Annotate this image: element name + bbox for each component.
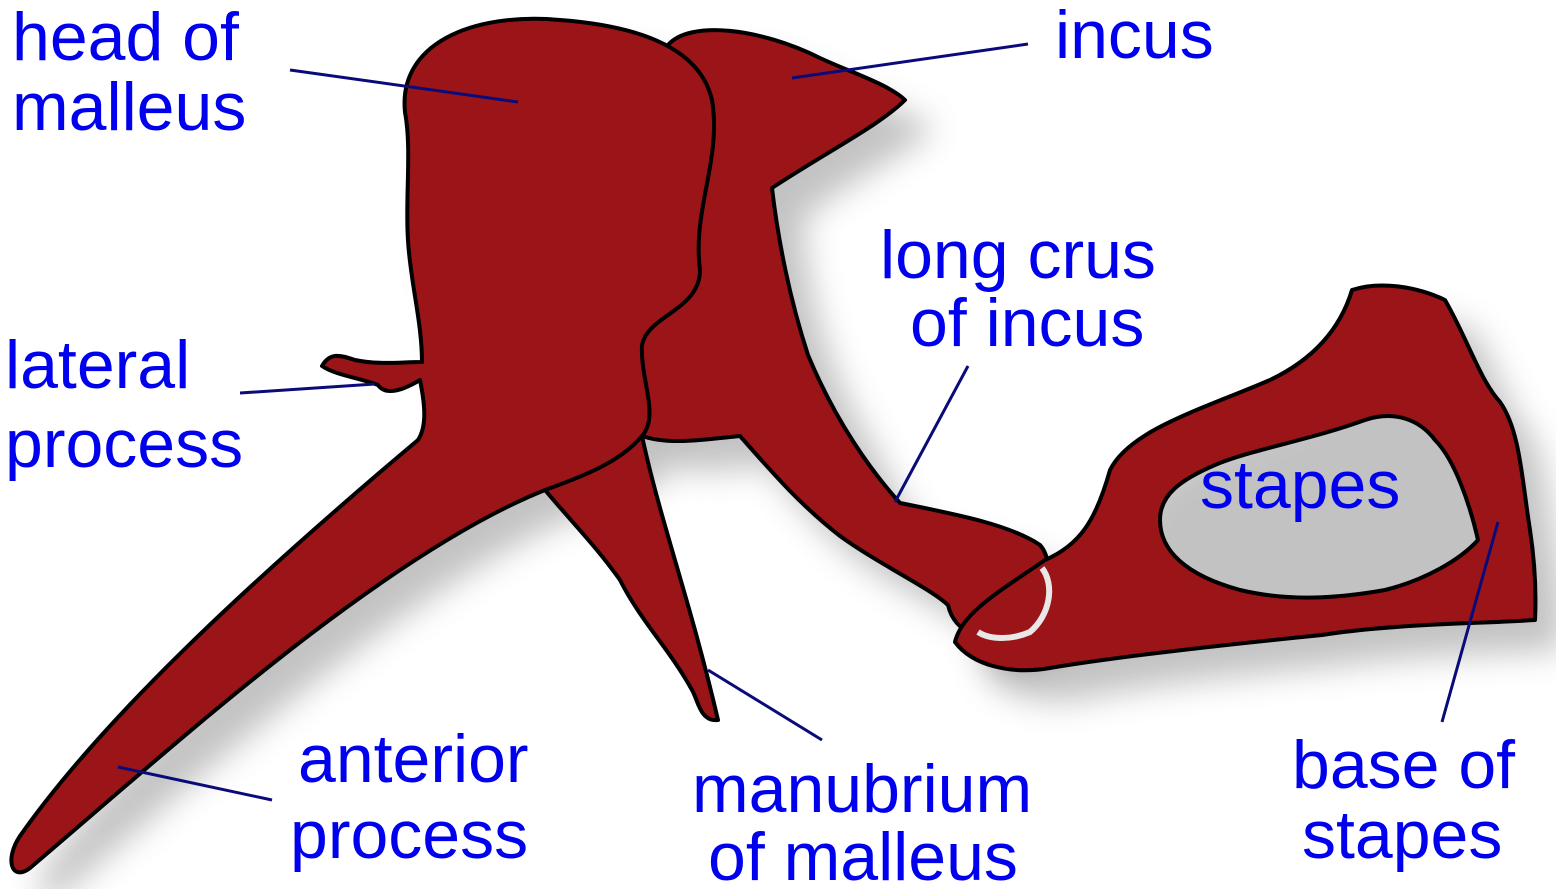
label-head-of-malleus: head of malleus <box>12 0 258 145</box>
label-long-crus-of-incus: long crus of incus <box>880 217 1175 361</box>
label-long-crus-line1: long crus <box>880 217 1156 293</box>
label-lateral-process-line1: lateral <box>5 327 190 403</box>
label-base-of-stapes-line1: base of <box>1292 727 1515 803</box>
label-long-crus-line2: of incus <box>910 285 1144 361</box>
label-base-of-stapes: base of stapes <box>1292 727 1534 873</box>
label-manubrium-line2: of malleus <box>708 819 1018 889</box>
label-incus: incus <box>1055 0 1214 73</box>
label-base-of-stapes-line2: stapes <box>1302 797 1502 873</box>
label-anterior-process: anterior process <box>290 721 547 873</box>
label-head-of-malleus-line1: head of <box>12 0 239 75</box>
label-anterior-process-line2: process <box>290 797 528 873</box>
label-anterior-process-line1: anterior <box>298 721 529 797</box>
leader-long-crus-of-incus <box>895 366 968 502</box>
label-incus-line1: incus <box>1055 0 1214 73</box>
label-stapes: stapes <box>1200 447 1400 523</box>
label-lateral-process: lateral process <box>5 327 243 482</box>
leader-lateral-process <box>240 384 375 393</box>
label-manubrium-of-malleus: manubrium of malleus <box>692 751 1051 889</box>
label-manubrium-line1: manubrium <box>692 751 1032 827</box>
label-head-of-malleus-line2: malleus <box>12 69 246 145</box>
leader-manubrium-of-malleus <box>708 670 822 740</box>
label-lateral-process-line2: process <box>5 406 243 482</box>
label-stapes-line1: stapes <box>1200 447 1400 523</box>
